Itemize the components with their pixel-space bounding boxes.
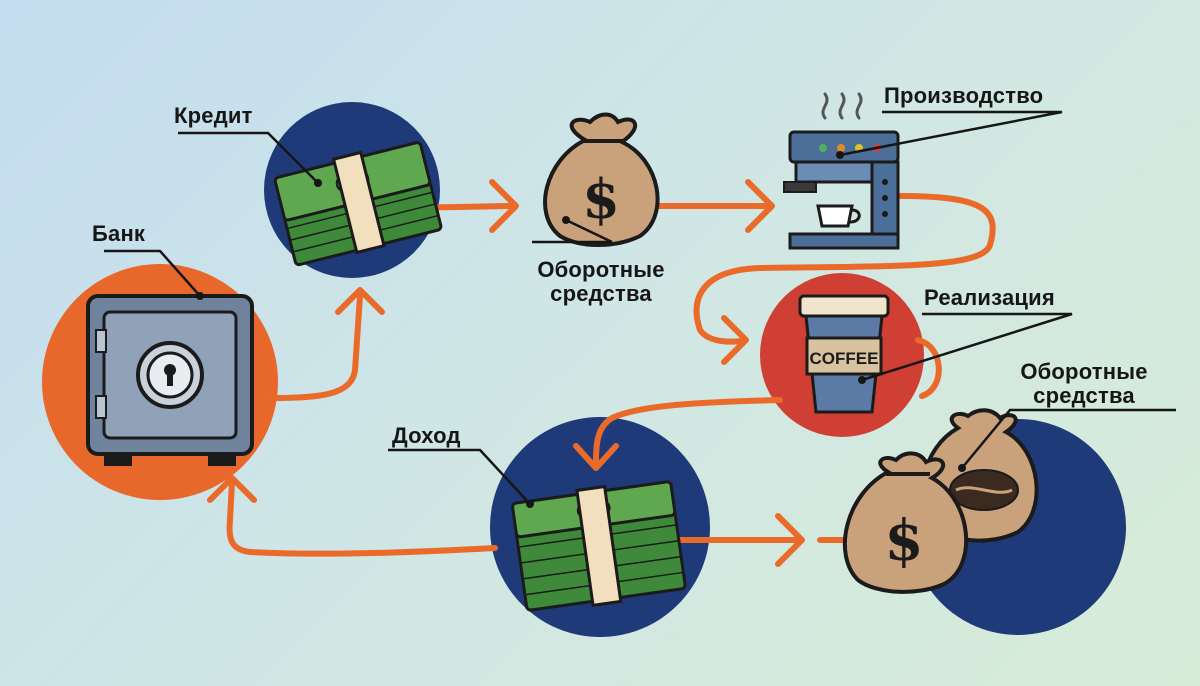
money-bag-icon: $ (543, 112, 660, 247)
leader-bank (104, 249, 201, 297)
cash-stack-income-icon (511, 480, 687, 612)
arrow-head-income-to-wc2 (775, 513, 805, 567)
label-wc1-line1: Оборотные (537, 257, 665, 282)
arrow-head-production-to-sales (721, 315, 749, 365)
cash-stack-icon (273, 141, 443, 267)
money-bag-2-icon: $ (843, 451, 969, 594)
label-production: Производство (884, 83, 1044, 108)
leader-income (388, 448, 531, 505)
arrow-income-to-bank (226, 479, 498, 557)
bag-dollar-1: $ (582, 167, 620, 231)
coffee-machine-icon (783, 92, 900, 250)
label-sales: Реализация (924, 285, 1055, 310)
leader-wc2 (961, 408, 1176, 469)
leader-wc1 (532, 218, 613, 244)
leader-sales (861, 312, 1073, 382)
arrow-head-credit-to-wc1 (489, 179, 519, 233)
label-bank: Банк (92, 221, 146, 246)
leader-credit (178, 131, 319, 184)
arrow-head-wc1-to-production (745, 179, 775, 233)
safe-icon (86, 294, 254, 466)
label-credit: Кредит (174, 103, 253, 128)
arrow-head-bank-to-credit (335, 287, 385, 315)
arrow-bank-to-credit (269, 293, 363, 401)
label-wc2-line1: Оборотные (1020, 359, 1148, 384)
bag-dollar-2: $ (885, 508, 924, 574)
label-wc2-line2: средства (1033, 383, 1135, 409)
coffee-cup-icon: COFFEE (798, 294, 890, 414)
arrow-head-sales-to-income (573, 443, 619, 471)
arrow-head-income-to-bank (207, 475, 257, 503)
arrow-production-to-sales (693, 193, 996, 345)
leader-lines (104, 110, 1176, 508)
label-working-capital-2: Оборотные средства (996, 359, 1172, 409)
arrow-sales-to-income (592, 397, 783, 469)
label-wc1-line2: средства (550, 281, 652, 307)
label-income: Доход (392, 423, 461, 448)
arrow-sales-loop (915, 337, 942, 399)
label-working-capital-1: Оборотные средства (512, 257, 690, 307)
cup-label: COFFEE (810, 349, 879, 368)
leader-production (839, 110, 1063, 157)
flow-arrows (207, 179, 996, 567)
